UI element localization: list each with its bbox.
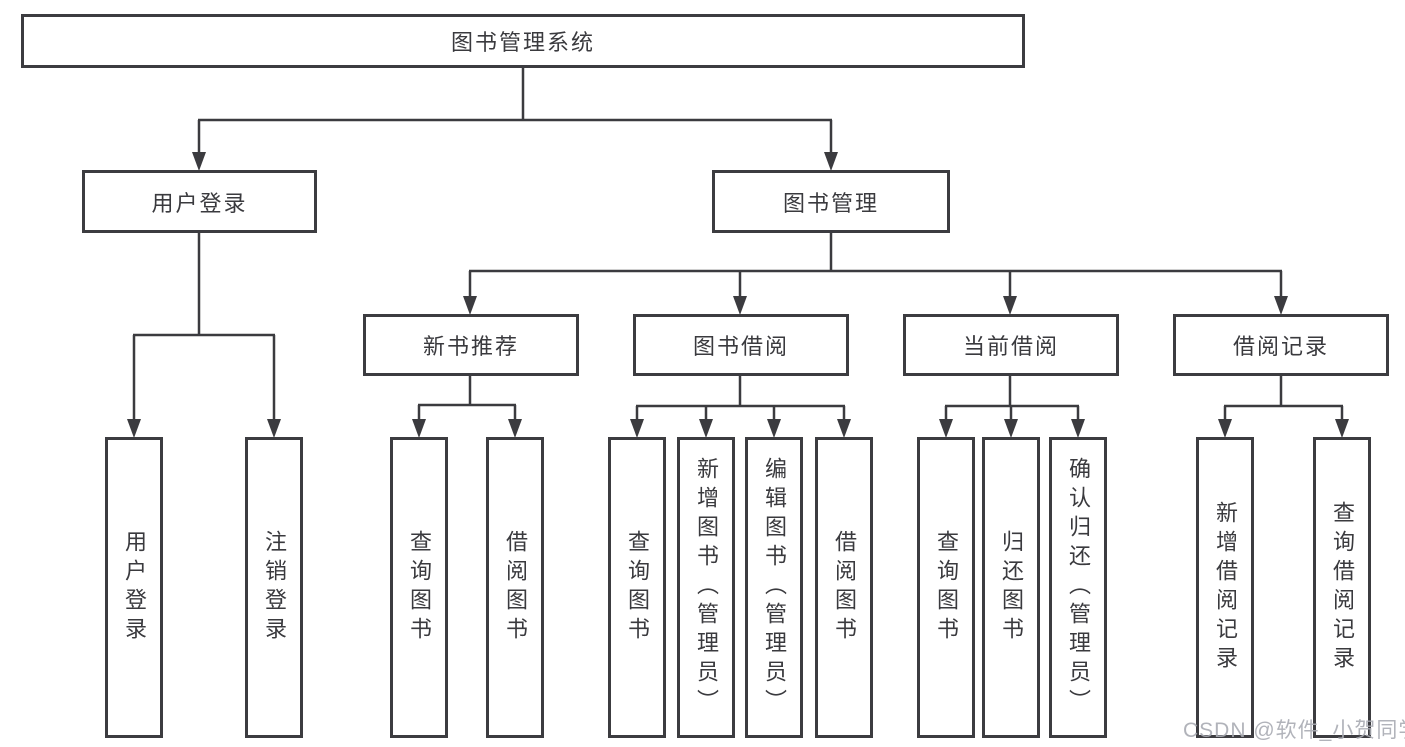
node-current-borrow-label: 当前借阅 [962,334,1059,359]
leaf-confirm-return-admin-label: 确认归还（管理员） [1066,457,1091,718]
node-book-management-label: 图书管理 [782,190,879,216]
leaf-query-books-2: 查询图书 [608,437,666,738]
leaf-user-login: 用户登录 [105,437,163,738]
node-current-borrow: 当前借阅 [903,314,1119,376]
leaf-user-login-label: 用户登录 [122,529,147,646]
leaf-edit-books-admin: 编辑图书（管理员） [745,437,803,738]
leaf-add-books-admin-label: 新增图书（管理员） [694,457,719,718]
node-user-login: 用户登录 [82,170,317,233]
arrowhead-group [127,152,1349,438]
leaf-query-borrow-record: 查询借阅记录 [1313,437,1371,738]
leaf-add-borrow-record-label: 新增借阅记录 [1213,500,1238,675]
leaf-confirm-return-admin: 确认归还（管理员） [1049,437,1107,738]
node-borrow-records-label: 借阅记录 [1232,334,1329,359]
node-book-management: 图书管理 [712,170,950,233]
leaf-query-books-3: 查询图书 [917,437,975,738]
node-new-book-recommend: 新书推荐 [363,314,579,376]
node-user-login-label: 用户登录 [151,190,248,216]
leaf-borrow-books-2-label: 借阅图书 [832,529,857,646]
leaf-borrow-books-1-label: 借阅图书 [503,529,528,646]
node-new-book-recommend-label: 新书推荐 [422,334,519,359]
leaf-borrow-books-2: 借阅图书 [815,437,873,738]
leaf-return-books: 归还图书 [982,437,1040,738]
leaf-logout: 注销登录 [245,437,303,738]
leaf-query-books-1-label: 查询图书 [407,529,432,646]
leaf-add-borrow-record: 新增借阅记录 [1196,437,1254,738]
leaf-query-books-3-label: 查询图书 [934,529,959,646]
leaf-logout-label: 注销登录 [262,529,287,646]
leaf-query-borrow-record-label: 查询借阅记录 [1330,500,1355,675]
leaf-edit-books-admin-label: 编辑图书（管理员） [762,457,787,718]
csdn-watermark: CSDN @软件_小贺同学 [1183,719,1405,742]
leaf-add-books-admin: 新增图书（管理员） [677,437,735,738]
node-book-borrow: 图书借阅 [633,314,849,376]
node-library-system-label: 图书管理系统 [450,30,595,55]
leaf-borrow-books-1: 借阅图书 [486,437,544,738]
node-borrow-records: 借阅记录 [1173,314,1389,376]
leaf-query-books-1: 查询图书 [390,437,448,738]
leaf-query-books-2-label: 查询图书 [625,529,650,646]
leaf-return-books-label: 归还图书 [999,529,1024,646]
node-book-borrow-label: 图书借阅 [692,334,789,359]
node-library-system: 图书管理系统 [21,14,1025,68]
